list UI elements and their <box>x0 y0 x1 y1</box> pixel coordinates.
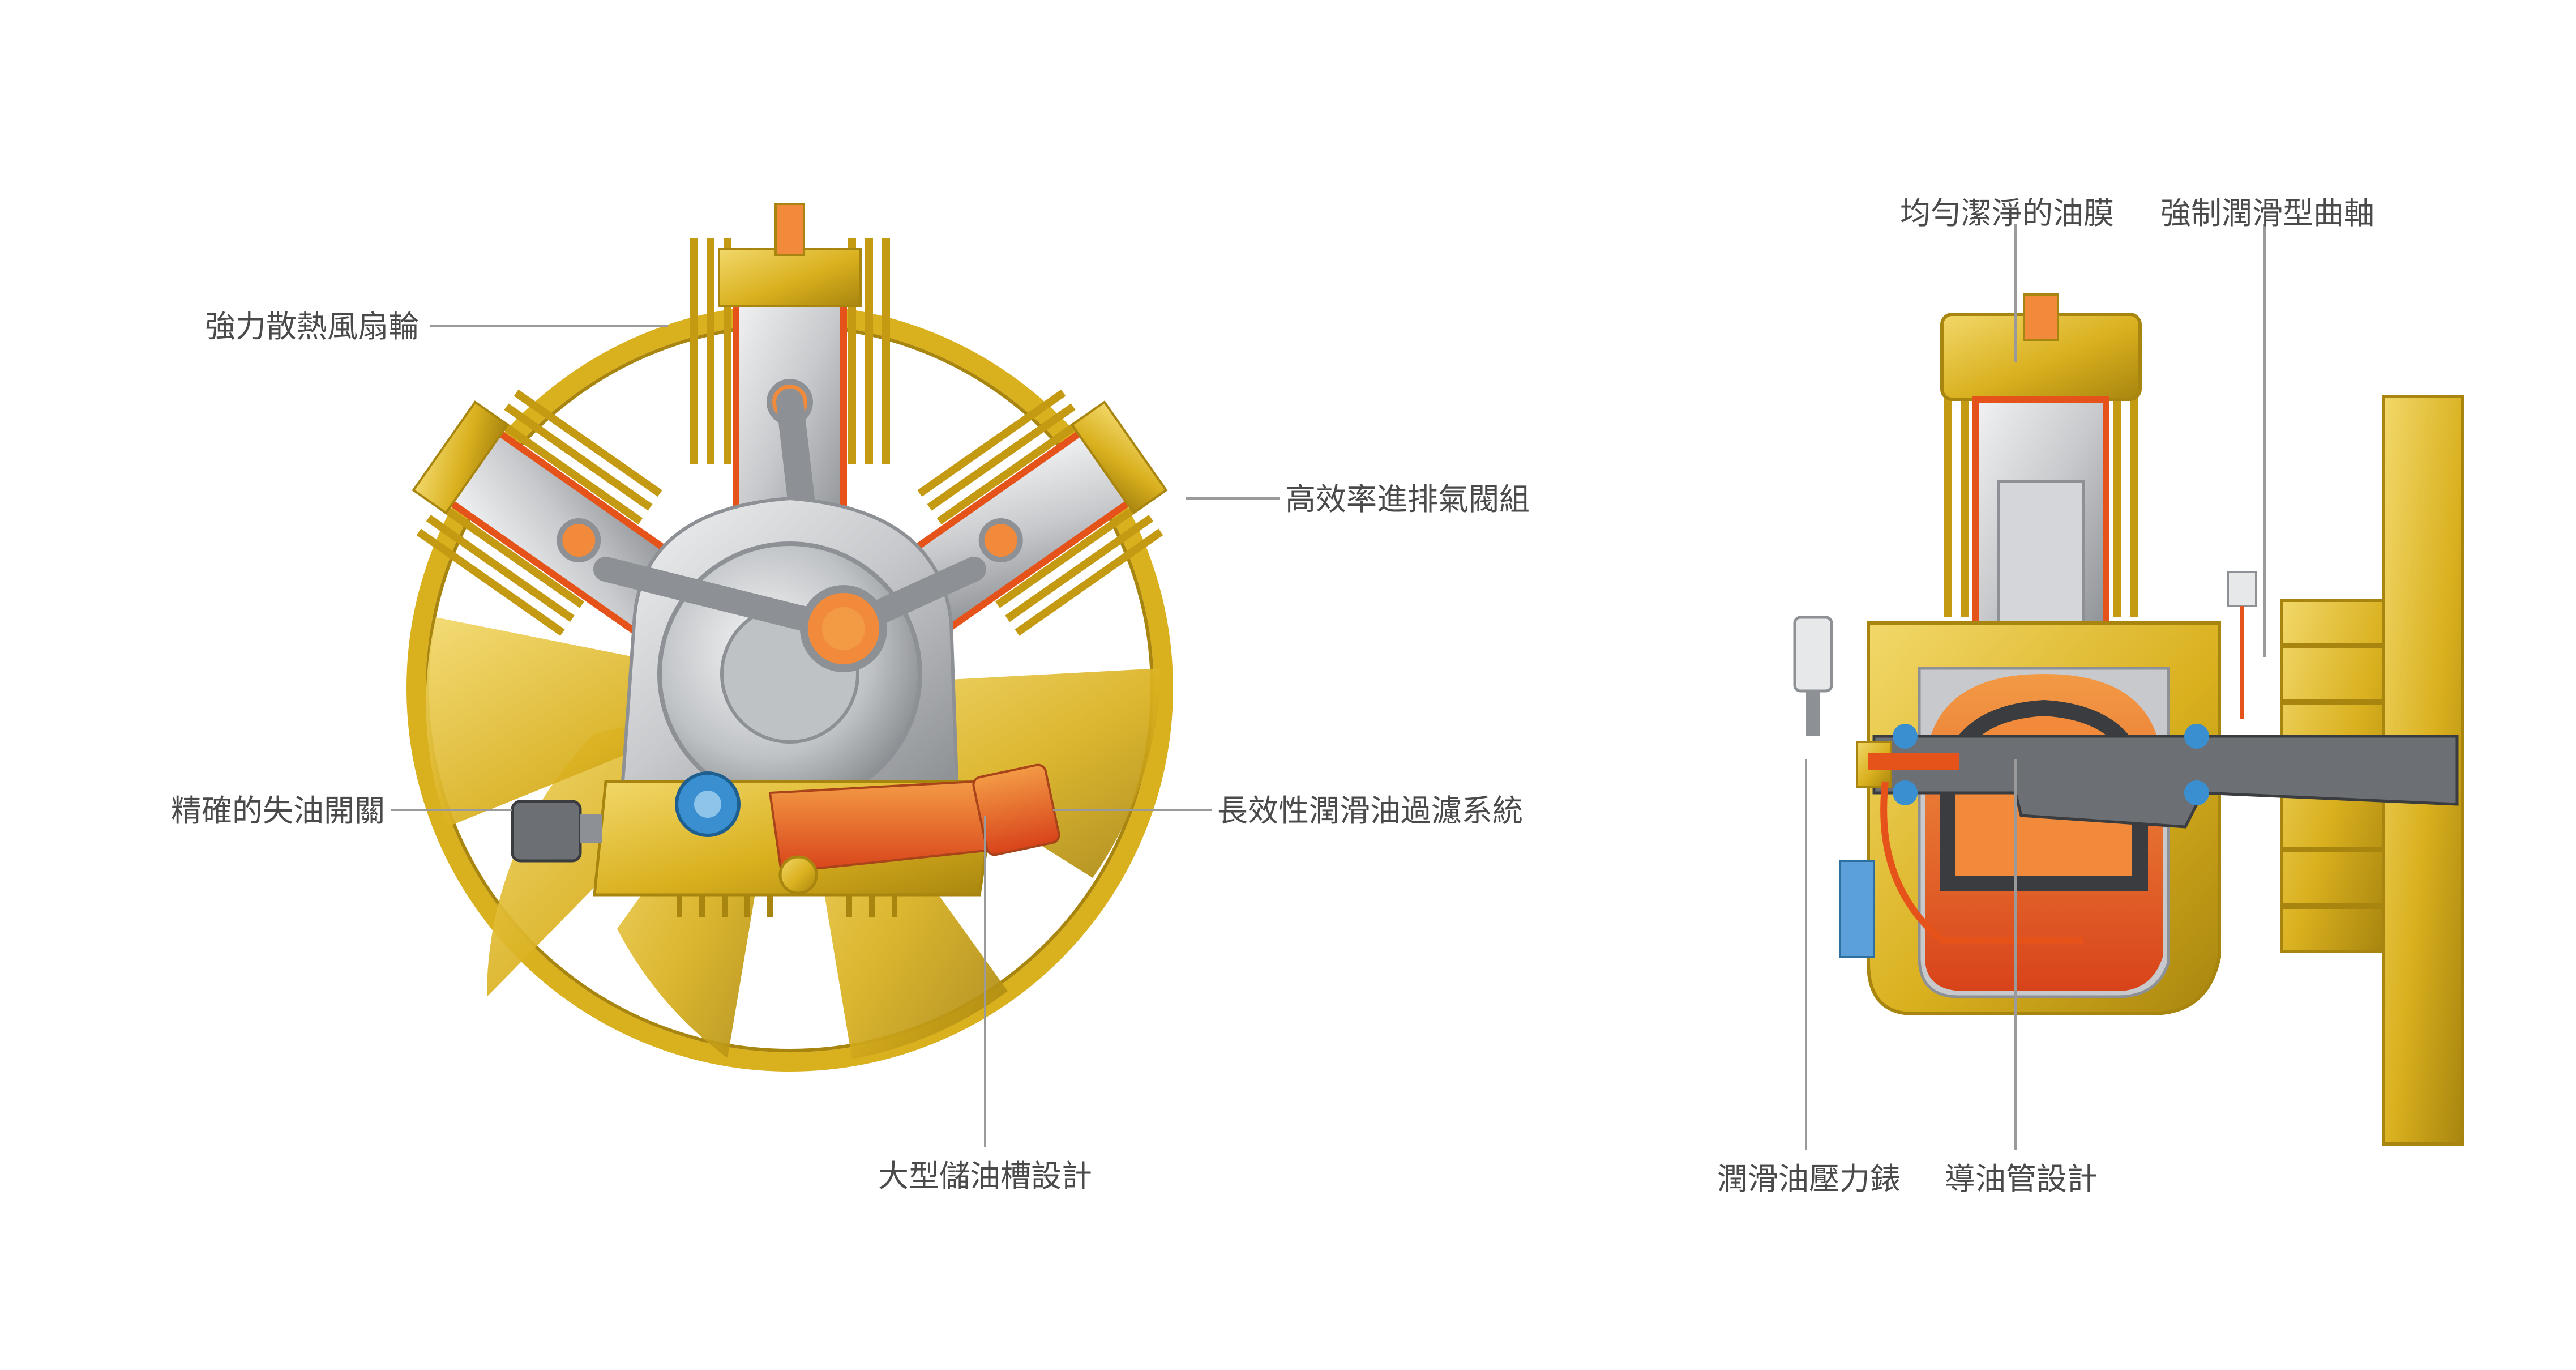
label-crankshaft: 強制潤滑型曲軸 <box>2160 195 2374 231</box>
side-dipstick <box>2227 571 2257 719</box>
label-oil-film: 均勻潔淨的油膜 <box>1900 195 2114 231</box>
oil-tank <box>593 763 1060 917</box>
label-oil-tank: 大型儲油槽設計 <box>878 1158 1092 1194</box>
crankcase <box>593 496 986 806</box>
right-compressor-view <box>1793 293 2464 1146</box>
oil-switch <box>511 800 602 863</box>
side-oil-pressure-gauge <box>1793 616 1875 958</box>
label-fan-wheel: 強力散熱風扇輪 <box>205 309 419 344</box>
right-leaders <box>1805 224 2266 1150</box>
label-oil-switch: 精確的失油開關 <box>171 793 385 829</box>
label-oil-pipe: 導油管設計 <box>1945 1161 2098 1197</box>
label-valve-group: 高效率進排氣閥組 <box>1285 481 1530 517</box>
label-filter-system: 長效性潤滑油過濾系統 <box>1217 793 1523 829</box>
label-oil-pressure-gauge: 潤滑油壓力錶 <box>1717 1161 1901 1197</box>
side-crankshaft <box>1856 724 2459 944</box>
left-compressor-view <box>406 203 1173 1072</box>
side-cylinder <box>1940 293 2142 635</box>
left-leaders <box>391 325 1280 1147</box>
